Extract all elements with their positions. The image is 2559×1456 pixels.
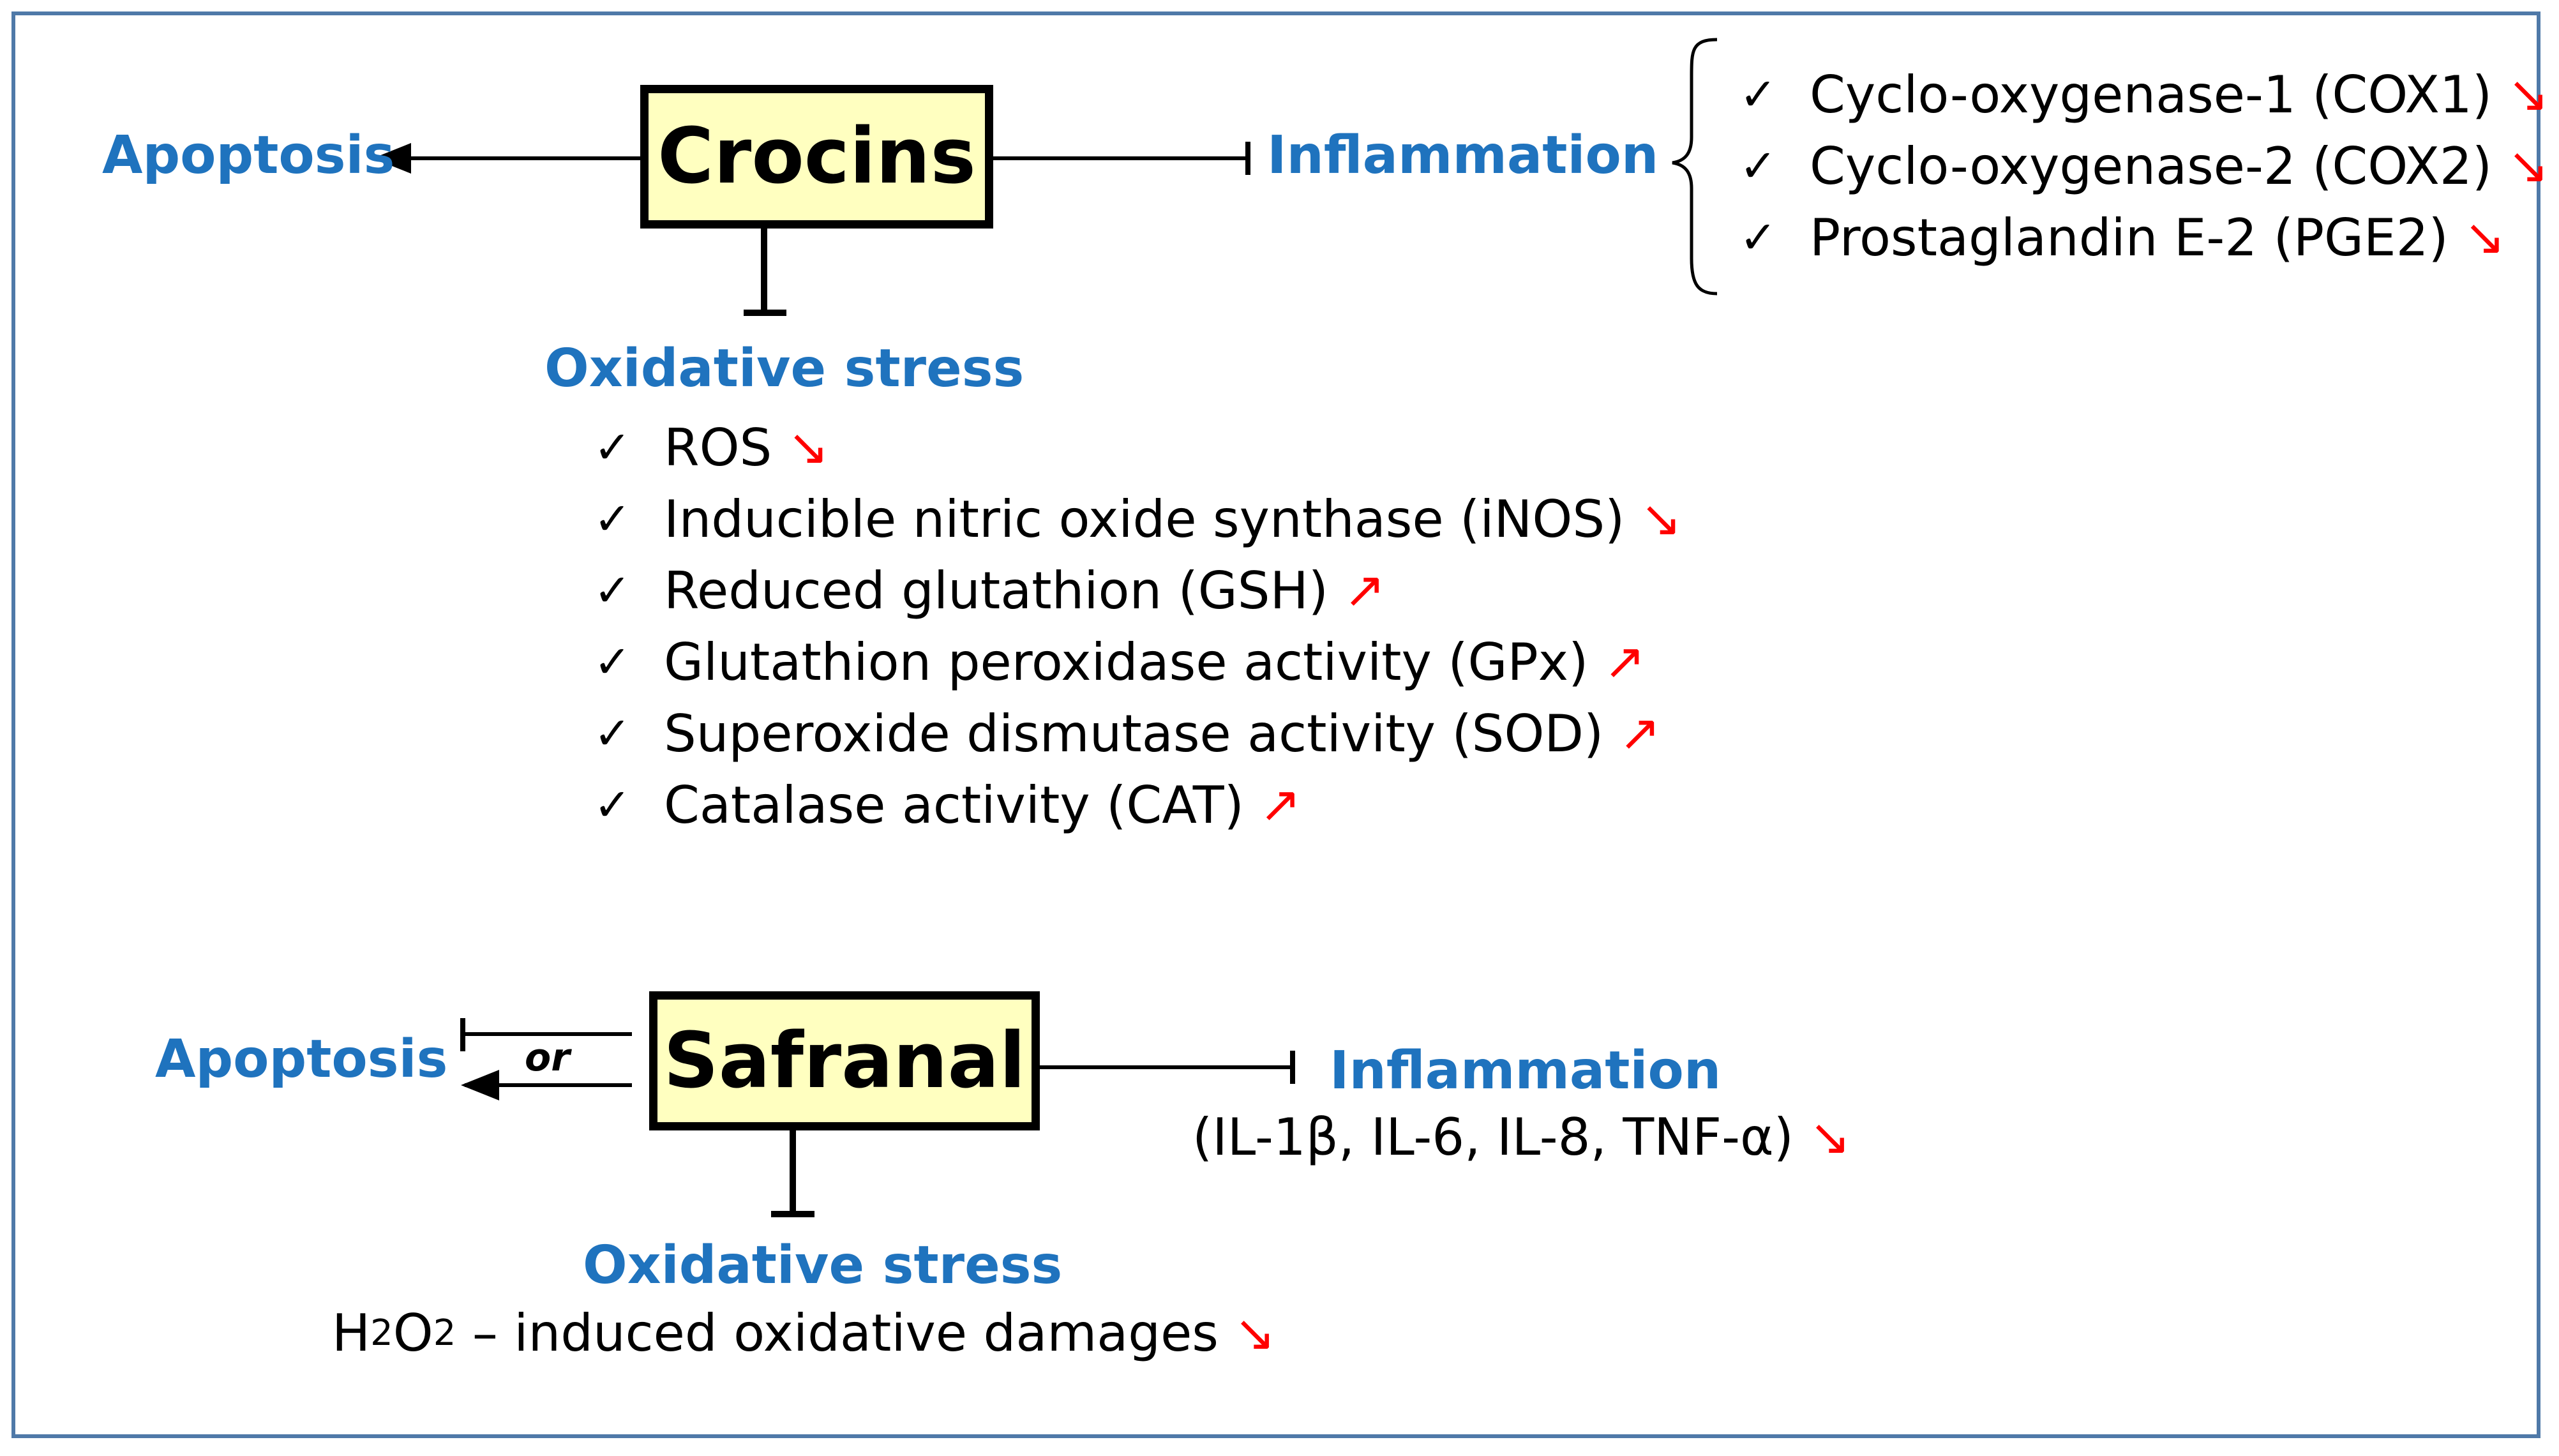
diagram-frame (11, 11, 2540, 1438)
check-icon: ✓ (1739, 211, 1777, 264)
crocins-oxidative-list: ✓ ROS ↘ ✓ Inducible nitric oxide synthas… (594, 412, 1682, 841)
list-item: ✓ ROS ↘ (594, 412, 1682, 483)
check-icon: ✓ (594, 564, 631, 617)
check-icon: ✓ (594, 493, 631, 545)
check-icon: ✓ (594, 636, 631, 688)
item-text: Cyclo-oxygenase-2 (COX2) (1810, 136, 2493, 196)
safranal-cytokines: (IL-1β, IL-6, IL-8, TNF-α) ↘ (1192, 1107, 1850, 1167)
trend-down-icon: ↘ (1640, 490, 1682, 548)
item-text: Cyclo-oxygenase-1 (COX1) (1810, 64, 2493, 124)
trend-down-icon: ↘ (1808, 1108, 1851, 1166)
list-item: ✓ Cyclo-oxygenase-2 (COX2) ↘ (1739, 130, 2549, 202)
crocins-inflammation-list: ✓ Cyclo-oxygenase-1 (COX1) ↘ ✓ Cyclo-oxy… (1739, 59, 2549, 273)
list-item: ✓ Superoxide dismutase activity (SOD) ↗ (594, 698, 1682, 769)
list-item: ✓ Prostaglandin E-2 (PGE2) ↘ (1739, 202, 2549, 273)
list-item: ✓ Cyclo-oxygenase-1 (COX1) ↘ (1739, 59, 2549, 130)
check-icon: ✓ (594, 779, 631, 831)
crocins-box: Crocins (640, 85, 993, 229)
trend-up-icon: ↗ (1619, 705, 1661, 762)
list-item: ✓ Catalase activity (CAT) ↗ (594, 769, 1682, 841)
item-text: Inducible nitric oxide synthase (iNOS) (664, 489, 1625, 549)
item-text: Reduced glutathion (GSH) (664, 560, 1328, 620)
item-text: Catalase activity (CAT) (664, 775, 1244, 835)
h2o2-o: O (393, 1303, 433, 1363)
safranal-box: Safranal (649, 991, 1040, 1130)
check-icon: ✓ (1739, 140, 1777, 192)
crocins-inflammation-label: Inflammation (1267, 125, 1659, 186)
item-text: Glutathion peroxidase activity (GPx) (664, 632, 1589, 692)
h2o2-sub1: 2 (370, 1312, 393, 1354)
h2o2-sub2: 2 (433, 1312, 456, 1354)
trend-down-icon: ↘ (787, 419, 829, 476)
cytokines-text: (IL-1β, IL-6, IL-8, TNF-α) (1192, 1107, 1794, 1167)
crocins-apoptosis-label: Apoptosis (102, 125, 395, 186)
trend-up-icon: ↗ (1259, 776, 1302, 834)
list-item: ✓ Inducible nitric oxide synthase (iNOS)… (594, 483, 1682, 555)
h2o2-rest: – induced oxidative damages (456, 1303, 1219, 1363)
crocins-oxidative-label: Oxidative stress (544, 338, 1024, 399)
trend-up-icon: ↗ (1343, 562, 1386, 619)
safranal-oxidative-label: Oxidative stress (583, 1235, 1063, 1296)
safranal-label: Safranal (663, 1016, 1026, 1106)
item-text: Superoxide dismutase activity (SOD) (664, 703, 1604, 763)
check-icon: ✓ (594, 707, 631, 760)
list-item: ✓ Reduced glutathion (GSH) ↗ (594, 555, 1682, 626)
item-text: Prostaglandin E-2 (PGE2) (1810, 207, 2449, 267)
trend-down-icon: ↘ (1233, 1304, 1276, 1362)
inflammation-brace (1672, 38, 1718, 296)
crocins-label: Crocins (657, 112, 976, 201)
item-text: ROS (664, 417, 772, 477)
trend-down-icon: ↘ (2507, 137, 2549, 195)
safranal-apoptosis-label: Apoptosis (155, 1029, 448, 1090)
check-icon: ✓ (1739, 68, 1777, 121)
or-label: or (525, 1035, 570, 1080)
trend-down-icon: ↘ (2463, 209, 2506, 266)
trend-up-icon: ↗ (1603, 633, 1646, 691)
trend-down-icon: ↘ (2507, 66, 2549, 123)
safranal-inflammation-label: Inflammation (1330, 1040, 1722, 1101)
list-item: ✓ Glutathion peroxidase activity (GPx) ↗ (594, 626, 1682, 698)
check-icon: ✓ (594, 421, 631, 474)
h2o2-h: H (332, 1303, 371, 1363)
